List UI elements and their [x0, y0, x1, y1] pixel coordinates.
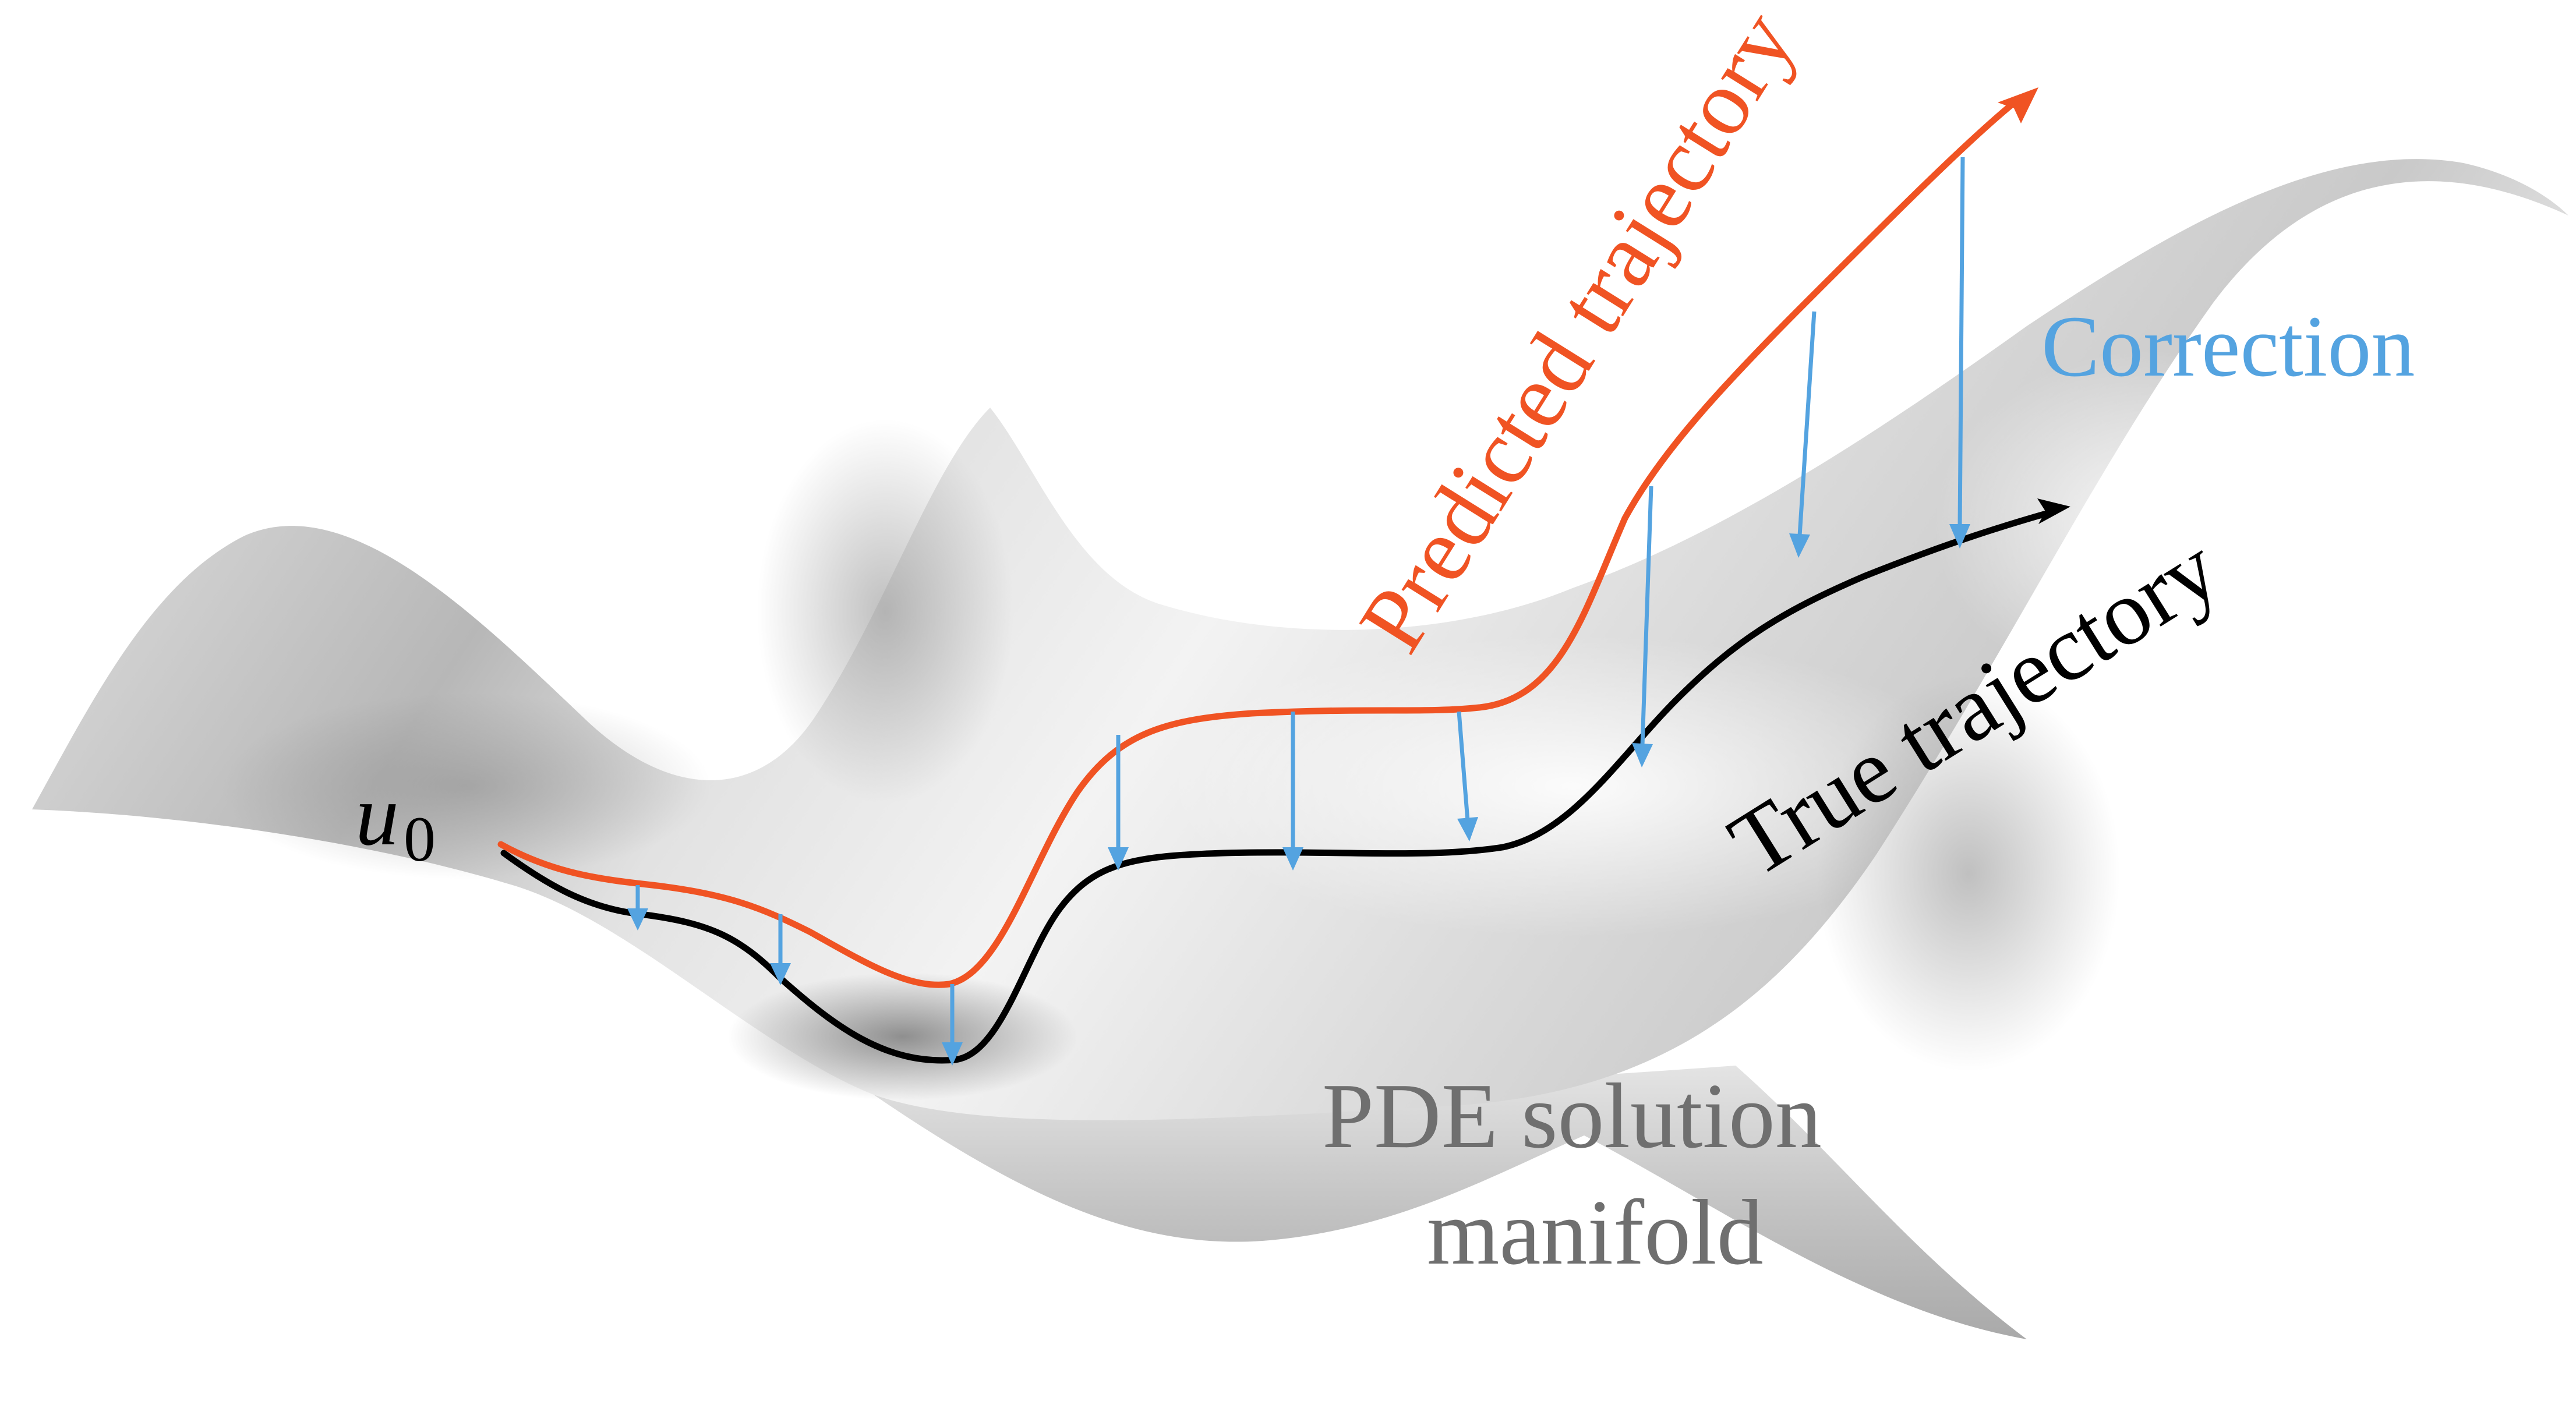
correction-arrow — [770, 914, 791, 985]
initial-state-label: u0 — [355, 767, 436, 875]
correction-arrows — [627, 157, 1970, 1066]
correction-arrow — [1632, 486, 1653, 767]
predicted-trajectory-arrowhead — [1998, 87, 2038, 123]
correction-arrow — [942, 984, 963, 1066]
manifold-highlight-right — [1934, 349, 2376, 699]
manifold-left-shadow — [221, 693, 711, 879]
manifold-pit-shadow — [728, 972, 1077, 1101]
manifold-label-line2: manifold — [1427, 1180, 1764, 1284]
true-trajectory — [500, 498, 2070, 1064]
true-trajectory-curve — [500, 509, 2054, 1064]
manifold-lower-fold — [874, 1066, 2027, 1339]
correction-label: Correction — [2041, 298, 2415, 395]
correction-arrow — [1457, 711, 1478, 841]
initial-state-symbol: u — [355, 767, 399, 864]
manifold-ridge-shadow — [757, 419, 1013, 804]
correction-arrow — [1949, 157, 1970, 549]
predicted-trajectory-curve — [497, 98, 2019, 988]
true-trajectory-arrowhead — [2037, 498, 2070, 524]
correction-arrow — [627, 885, 648, 931]
correction-arrow — [1282, 712, 1303, 871]
correction-arrow — [1108, 735, 1129, 871]
predicted-trajectory — [497, 87, 2038, 988]
labels: u0 Predicted trajectory True trajectory … — [355, 0, 2415, 1284]
manifold-surface — [32, 159, 2568, 1339]
manifold-right-shadow — [1817, 675, 2120, 1071]
initial-state-subscript: 0 — [404, 804, 436, 875]
manifold-main-sheet — [32, 159, 2568, 1120]
manifold-label-line1: PDE solution — [1322, 1064, 1822, 1168]
correction-arrow — [1789, 311, 1817, 558]
